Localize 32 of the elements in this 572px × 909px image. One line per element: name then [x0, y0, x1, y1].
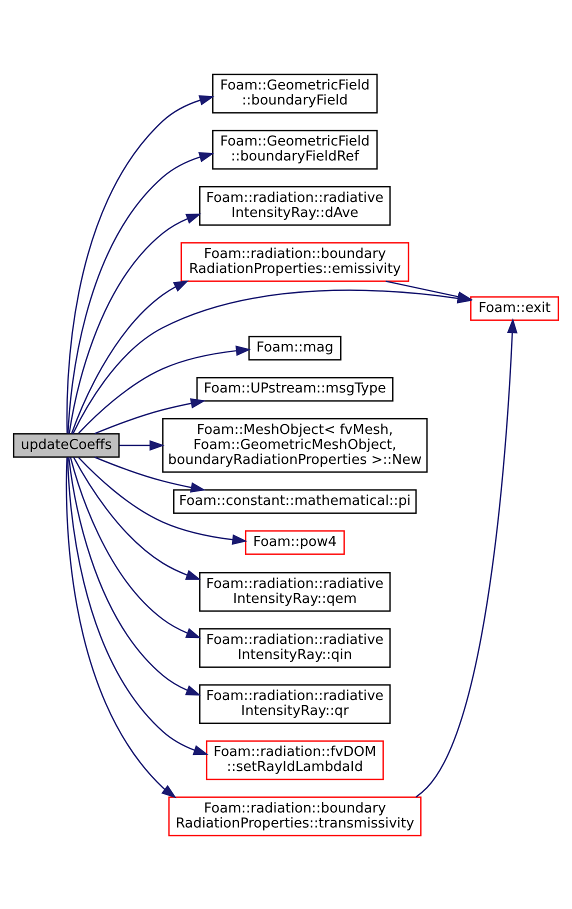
node-box: Foam::mag	[248, 335, 342, 360]
node-box: updateCoeffs	[12, 432, 120, 458]
node-box: Foam::radiation::radiative IntensityRay::qr	[199, 684, 391, 724]
node-box: Foam::constant::mathematical::pi	[173, 488, 417, 514]
arrow	[94, 456, 206, 492]
arrow	[94, 398, 206, 434]
arrow	[67, 456, 209, 755]
arrow	[386, 280, 473, 302]
node-box: Foam::radiation::boundary RadiationProperties::transmissivity	[168, 796, 422, 836]
arrow	[67, 152, 214, 434]
node-box: Foam::UPstream::msgType	[196, 376, 394, 402]
arrow	[71, 280, 189, 434]
node-box: Foam::radiation::radiative IntensityRay::qin	[199, 628, 391, 668]
arrow	[73, 456, 202, 580]
arrow	[78, 456, 248, 544]
node-box: Foam::GeometricField ::boundaryField	[212, 73, 378, 113]
node-box: Foam::MeshObject< fvMesh, Foam::GeometricMeshObject, boundaryRadiationProperties >::New	[162, 418, 428, 472]
arrow	[70, 456, 202, 638]
arrow	[66, 457, 176, 798]
arrow	[68, 213, 202, 434]
node-box: Foam::exit	[470, 296, 560, 320]
node-box: Foam::radiation::radiative IntensityRay::qem	[199, 572, 391, 612]
arrow	[416, 318, 518, 798]
node-box: Foam::radiation::fvDOM ::setRayIdLambdaId	[206, 740, 384, 780]
arrow	[119, 440, 165, 450]
arrow	[68, 456, 202, 696]
node-box: Foam::GeometricField ::boundaryFieldRef	[212, 129, 378, 170]
node-box: Foam::radiation::boundary RadiationProperties::emissivity	[180, 242, 410, 282]
arrow	[66, 94, 214, 433]
arrow	[78, 345, 251, 434]
node-box: Foam::pow4	[244, 530, 345, 554]
node-box: Foam::radiation::radiative IntensityRay::dAve	[199, 186, 391, 226]
